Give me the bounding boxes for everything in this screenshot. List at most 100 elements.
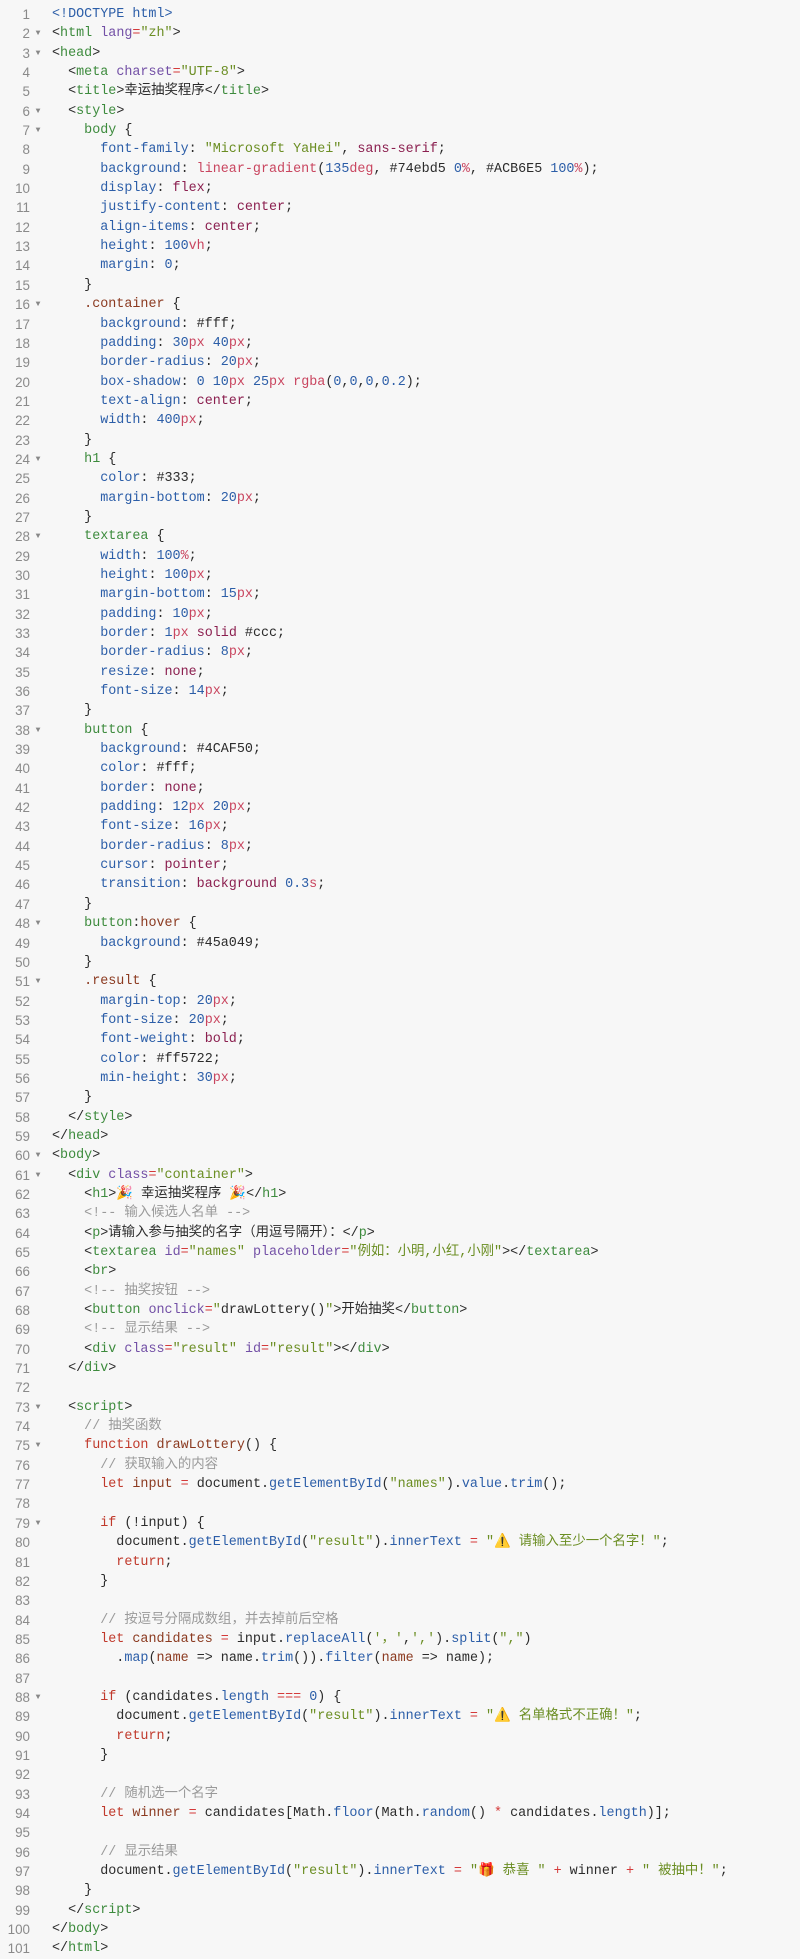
- code-line[interactable]: 99 </script>: [0, 1901, 800, 1920]
- code-line[interactable]: 82 }: [0, 1572, 800, 1591]
- code-line[interactable]: 9 background: linear-gradient(135deg, #7…: [0, 160, 800, 179]
- code-line[interactable]: 32 padding: 10px;: [0, 605, 800, 624]
- fold-caret-icon[interactable]: ▼: [35, 1441, 41, 1451]
- code-line[interactable]: 64 <p>请输入参与抽奖的名字（用逗号隔开）：</p>: [0, 1224, 800, 1243]
- code-line[interactable]: 46 transition: background 0.3s;: [0, 875, 800, 894]
- code-line[interactable]: 54 font-weight: bold;: [0, 1030, 800, 1049]
- code-line[interactable]: 101</html>: [0, 1939, 800, 1958]
- code-line[interactable]: 38▼ button {: [0, 721, 800, 740]
- code-line[interactable]: 10 display: flex;: [0, 179, 800, 198]
- code-line[interactable]: 5 <title>幸运抽奖程序</title>: [0, 82, 800, 101]
- code-line[interactable]: 29 width: 100%;: [0, 547, 800, 566]
- code-line[interactable]: 52 margin-top: 20px;: [0, 992, 800, 1011]
- code-line[interactable]: 16▼ .container {: [0, 295, 800, 314]
- code-line[interactable]: 89 document.getElementById("result").inn…: [0, 1707, 800, 1726]
- code-line[interactable]: 86 .map(name => name.trim()).filter(name…: [0, 1649, 800, 1668]
- fold-caret-icon[interactable]: ▼: [35, 106, 41, 116]
- code-line[interactable]: 77 let input = document.getElementById("…: [0, 1475, 800, 1494]
- code-line[interactable]: 97 document.getElementById("result").inn…: [0, 1862, 800, 1881]
- fold-caret-icon[interactable]: ▼: [35, 300, 41, 310]
- code-line[interactable]: 84 // 按逗号分隔成数组，并去掉前后空格: [0, 1611, 800, 1630]
- code-line[interactable]: 58 </style>: [0, 1108, 800, 1127]
- fold-caret-icon[interactable]: ▼: [35, 48, 41, 58]
- code-line[interactable]: 61▼ <div class="container">: [0, 1166, 800, 1185]
- code-line[interactable]: 14 margin: 0;: [0, 256, 800, 275]
- code-line[interactable]: 1<!DOCTYPE html>: [0, 5, 800, 24]
- code-line[interactable]: 72: [0, 1378, 800, 1397]
- code-line[interactable]: 33 border: 1px solid #ccc;: [0, 624, 800, 643]
- fold-caret-icon[interactable]: ▼: [35, 1170, 41, 1180]
- code-line[interactable]: 90 return;: [0, 1727, 800, 1746]
- code-line[interactable]: 56 min-height: 30px;: [0, 1069, 800, 1088]
- fold-caret-icon[interactable]: ▼: [35, 919, 41, 929]
- code-line[interactable]: 67 <!-- 抽奖按钮 -->: [0, 1282, 800, 1301]
- code-line[interactable]: 20 box-shadow: 0 10px 25px rgba(0,0,0,0.…: [0, 373, 800, 392]
- code-line[interactable]: 41 border: none;: [0, 779, 800, 798]
- code-line[interactable]: 91 }: [0, 1746, 800, 1765]
- fold-caret-icon[interactable]: ▼: [35, 532, 41, 542]
- code-line[interactable]: 62 <h1>🎉 幸运抽奖程序 🎉</h1>: [0, 1185, 800, 1204]
- code-line[interactable]: 36 font-size: 14px;: [0, 682, 800, 701]
- fold-caret-icon[interactable]: ▼: [35, 1692, 41, 1702]
- code-line[interactable]: 6▼ <style>: [0, 102, 800, 121]
- code-line[interactable]: 37 }: [0, 701, 800, 720]
- fold-caret-icon[interactable]: ▼: [35, 126, 41, 136]
- code-line[interactable]: 93 // 随机选一个名字: [0, 1785, 800, 1804]
- code-line[interactable]: 44 border-radius: 8px;: [0, 837, 800, 856]
- code-line[interactable]: 85 let candidates = input.replaceAll('，'…: [0, 1630, 800, 1649]
- code-line[interactable]: 51▼ .result {: [0, 972, 800, 991]
- fold-caret-icon[interactable]: ▼: [35, 1402, 41, 1412]
- code-line[interactable]: 66 <br>: [0, 1262, 800, 1281]
- code-line[interactable]: 19 border-radius: 20px;: [0, 353, 800, 372]
- code-line[interactable]: 7▼ body {: [0, 121, 800, 140]
- code-line[interactable]: 50 }: [0, 953, 800, 972]
- code-line[interactable]: 18 padding: 30px 40px;: [0, 334, 800, 353]
- code-line[interactable]: 98 }: [0, 1881, 800, 1900]
- code-line[interactable]: 39 background: #4CAF50;: [0, 740, 800, 759]
- fold-caret-icon[interactable]: ▼: [35, 454, 41, 464]
- fold-caret-icon[interactable]: ▼: [35, 29, 41, 39]
- code-line[interactable]: 60▼<body>: [0, 1146, 800, 1165]
- code-line[interactable]: 13 height: 100vh;: [0, 237, 800, 256]
- code-line[interactable]: 26 margin-bottom: 20px;: [0, 489, 800, 508]
- code-line[interactable]: 4 <meta charset="UTF-8">: [0, 63, 800, 82]
- code-line[interactable]: 70 <div class="result" id="result"></div…: [0, 1340, 800, 1359]
- code-line[interactable]: 73▼ <script>: [0, 1398, 800, 1417]
- code-line[interactable]: 30 height: 100px;: [0, 566, 800, 585]
- code-line[interactable]: 78: [0, 1494, 800, 1513]
- code-line[interactable]: 48▼ button:hover {: [0, 914, 800, 933]
- code-line[interactable]: 40 color: #fff;: [0, 759, 800, 778]
- code-line[interactable]: 96 // 显示结果: [0, 1843, 800, 1862]
- code-line[interactable]: 75▼ function drawLottery() {: [0, 1436, 800, 1455]
- code-line[interactable]: 8 font-family: "Microsoft YaHei", sans-s…: [0, 140, 800, 159]
- code-line[interactable]: 79▼ if (!input) {: [0, 1514, 800, 1533]
- fold-caret-icon[interactable]: ▼: [35, 725, 41, 735]
- code-line[interactable]: 81 return;: [0, 1553, 800, 1572]
- code-line[interactable]: 34 border-radius: 8px;: [0, 643, 800, 662]
- code-line[interactable]: 83: [0, 1591, 800, 1610]
- code-line[interactable]: 55 color: #ff5722;: [0, 1050, 800, 1069]
- code-line[interactable]: 28▼ textarea {: [0, 527, 800, 546]
- code-line[interactable]: 69 <!-- 显示结果 -->: [0, 1320, 800, 1339]
- code-line[interactable]: 31 margin-bottom: 15px;: [0, 585, 800, 604]
- code-line[interactable]: 17 background: #fff;: [0, 315, 800, 334]
- code-line[interactable]: 74 // 抽奖函数: [0, 1417, 800, 1436]
- code-line[interactable]: 94 let winner = candidates[Math.floor(Ma…: [0, 1804, 800, 1823]
- code-line[interactable]: 42 padding: 12px 20px;: [0, 798, 800, 817]
- fold-caret-icon[interactable]: ▼: [35, 1151, 41, 1161]
- code-line[interactable]: 71 </div>: [0, 1359, 800, 1378]
- code-line[interactable]: 15 }: [0, 276, 800, 295]
- code-line[interactable]: 3▼<head>: [0, 44, 800, 63]
- code-line[interactable]: 49 background: #45a049;: [0, 934, 800, 953]
- code-line[interactable]: 76 // 获取输入的内容: [0, 1456, 800, 1475]
- code-line[interactable]: 100</body>: [0, 1920, 800, 1939]
- code-line[interactable]: 95: [0, 1823, 800, 1842]
- code-line[interactable]: 59</head>: [0, 1127, 800, 1146]
- code-line[interactable]: 87: [0, 1669, 800, 1688]
- fold-caret-icon[interactable]: ▼: [35, 977, 41, 987]
- code-line[interactable]: 92: [0, 1765, 800, 1784]
- code-line[interactable]: 2▼<html lang="zh">: [0, 24, 800, 43]
- code-line[interactable]: 88▼ if (candidates.length === 0) {: [0, 1688, 800, 1707]
- code-line[interactable]: 27 }: [0, 508, 800, 527]
